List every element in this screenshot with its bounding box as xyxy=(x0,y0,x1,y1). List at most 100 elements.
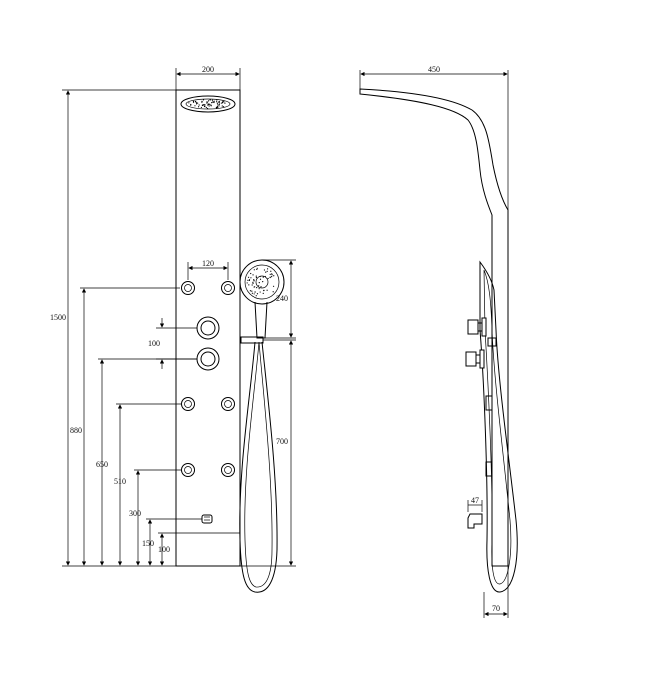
nozzle-dot xyxy=(252,274,253,275)
nozzle-dot xyxy=(271,276,272,277)
nozzle-dot xyxy=(273,286,274,287)
nozzle-dot xyxy=(263,290,264,291)
nozzle-dot xyxy=(273,275,274,276)
nozzle-dot xyxy=(254,291,255,292)
nozzle-dot xyxy=(206,102,207,103)
nozzle-dot xyxy=(201,107,202,108)
nozzle-dot xyxy=(207,101,208,102)
knob-gap-label: 100 xyxy=(148,339,160,348)
nozzle-dot xyxy=(208,100,209,101)
nozzle-dot xyxy=(254,293,255,294)
nozzle-dot xyxy=(199,104,200,105)
nozzle-dot xyxy=(270,274,271,275)
nozzle-dot xyxy=(257,268,258,269)
nozzle-dot xyxy=(198,106,199,107)
spout-icon xyxy=(202,515,212,523)
spout-height-label: 150 xyxy=(142,539,154,548)
nozzle-dot xyxy=(212,100,213,101)
nozzle-dot xyxy=(223,106,224,107)
nozzle-dot xyxy=(222,105,223,106)
nozzle-dot xyxy=(258,285,259,286)
nozzle-dot xyxy=(216,99,217,100)
nozzle-dot xyxy=(221,102,222,103)
nozzle-dot xyxy=(262,281,263,282)
dimension-jet1-height: 880 xyxy=(70,288,180,565)
nozzle-dot xyxy=(201,101,202,102)
nozzle-dot xyxy=(270,277,271,278)
dimension-jet-spacing: 120 xyxy=(188,259,228,280)
dimension-jet3-height: 300 xyxy=(129,470,181,565)
nozzle-dot xyxy=(256,276,257,277)
dimension-base-depth: 70 xyxy=(484,566,508,618)
nozzle-dot xyxy=(250,277,251,278)
nozzle-dot xyxy=(254,269,255,270)
nozzle-dot xyxy=(216,101,217,102)
dimension-knob2-height: 650 xyxy=(96,359,197,565)
nozzle-dot xyxy=(207,104,208,105)
nozzle-dot xyxy=(263,293,264,294)
nozzle-dot xyxy=(252,282,253,283)
nozzle-dot xyxy=(196,102,197,103)
body-jet-icon xyxy=(182,282,195,295)
nozzle-dot xyxy=(203,104,204,105)
body-jet-icon xyxy=(182,398,195,411)
nozzle-dot xyxy=(260,291,261,292)
nozzle-dot xyxy=(218,102,219,103)
nozzle-dot xyxy=(248,277,249,278)
body-jet-icon xyxy=(222,282,235,295)
body-jet-icon xyxy=(222,398,235,411)
nozzle-dot xyxy=(219,104,220,105)
jet3-height-label: 300 xyxy=(129,509,141,518)
body-jet-icon xyxy=(182,464,195,477)
control-knob-icon xyxy=(197,317,219,339)
height-label: 1500 xyxy=(50,313,66,322)
outlet-height-label: 100 xyxy=(158,545,170,554)
nozzle-dot xyxy=(256,295,257,296)
nozzle-dot xyxy=(260,279,261,280)
dimension-holder-height: 700 xyxy=(240,340,296,566)
nozzle-dot xyxy=(250,290,251,291)
dimension-knob-gap: 100 xyxy=(148,318,197,369)
nozzle-dot xyxy=(263,276,264,277)
nozzle-dot xyxy=(203,99,204,100)
holder-height-label: 700 xyxy=(276,437,288,446)
nozzle-dot xyxy=(209,105,210,106)
nozzle-dot xyxy=(207,108,208,109)
dimension-spout: 47 xyxy=(468,496,482,512)
nozzle-dot xyxy=(252,284,253,285)
nozzle-dot xyxy=(222,101,223,102)
nozzle-dot xyxy=(217,104,218,105)
nozzle-dot xyxy=(211,102,212,103)
depth-label: 450 xyxy=(428,65,440,74)
nozzle-dot xyxy=(259,282,260,283)
nozzle-dot xyxy=(267,290,268,291)
nozzle-dot xyxy=(257,293,258,294)
nozzle-dot xyxy=(217,107,218,108)
jet2-height-label: 510 xyxy=(114,477,126,486)
nozzle-dot xyxy=(256,269,257,270)
nozzle-dot xyxy=(222,102,223,103)
dimension-width: 200 xyxy=(176,65,240,90)
nozzle-dot xyxy=(267,271,268,272)
hand-shower-icon xyxy=(240,260,284,592)
nozzle-dot xyxy=(217,103,218,104)
width-label: 200 xyxy=(202,65,214,74)
nozzle-dot xyxy=(212,101,213,102)
nozzle-dot xyxy=(193,101,194,102)
front-view: 200 120 1500 880 100 xyxy=(50,65,296,592)
dimension-depth: 450 xyxy=(360,65,508,210)
nozzle-dot xyxy=(214,101,215,102)
nozzle-dot xyxy=(265,272,266,273)
nozzle-dot xyxy=(250,273,251,274)
nozzle-dot xyxy=(268,278,269,279)
nozzle-dot xyxy=(196,103,197,104)
nozzle-dot xyxy=(188,102,189,103)
nozzle-dot xyxy=(256,287,257,288)
jet1-height-label: 880 xyxy=(70,426,82,435)
spout-label: 47 xyxy=(471,496,479,505)
nozzle-dot xyxy=(265,276,266,277)
nozzle-dot xyxy=(273,291,274,292)
nozzle-dot xyxy=(224,103,225,104)
side-view: 450 47 70 xyxy=(360,65,517,618)
nozzle-dot xyxy=(256,277,257,278)
